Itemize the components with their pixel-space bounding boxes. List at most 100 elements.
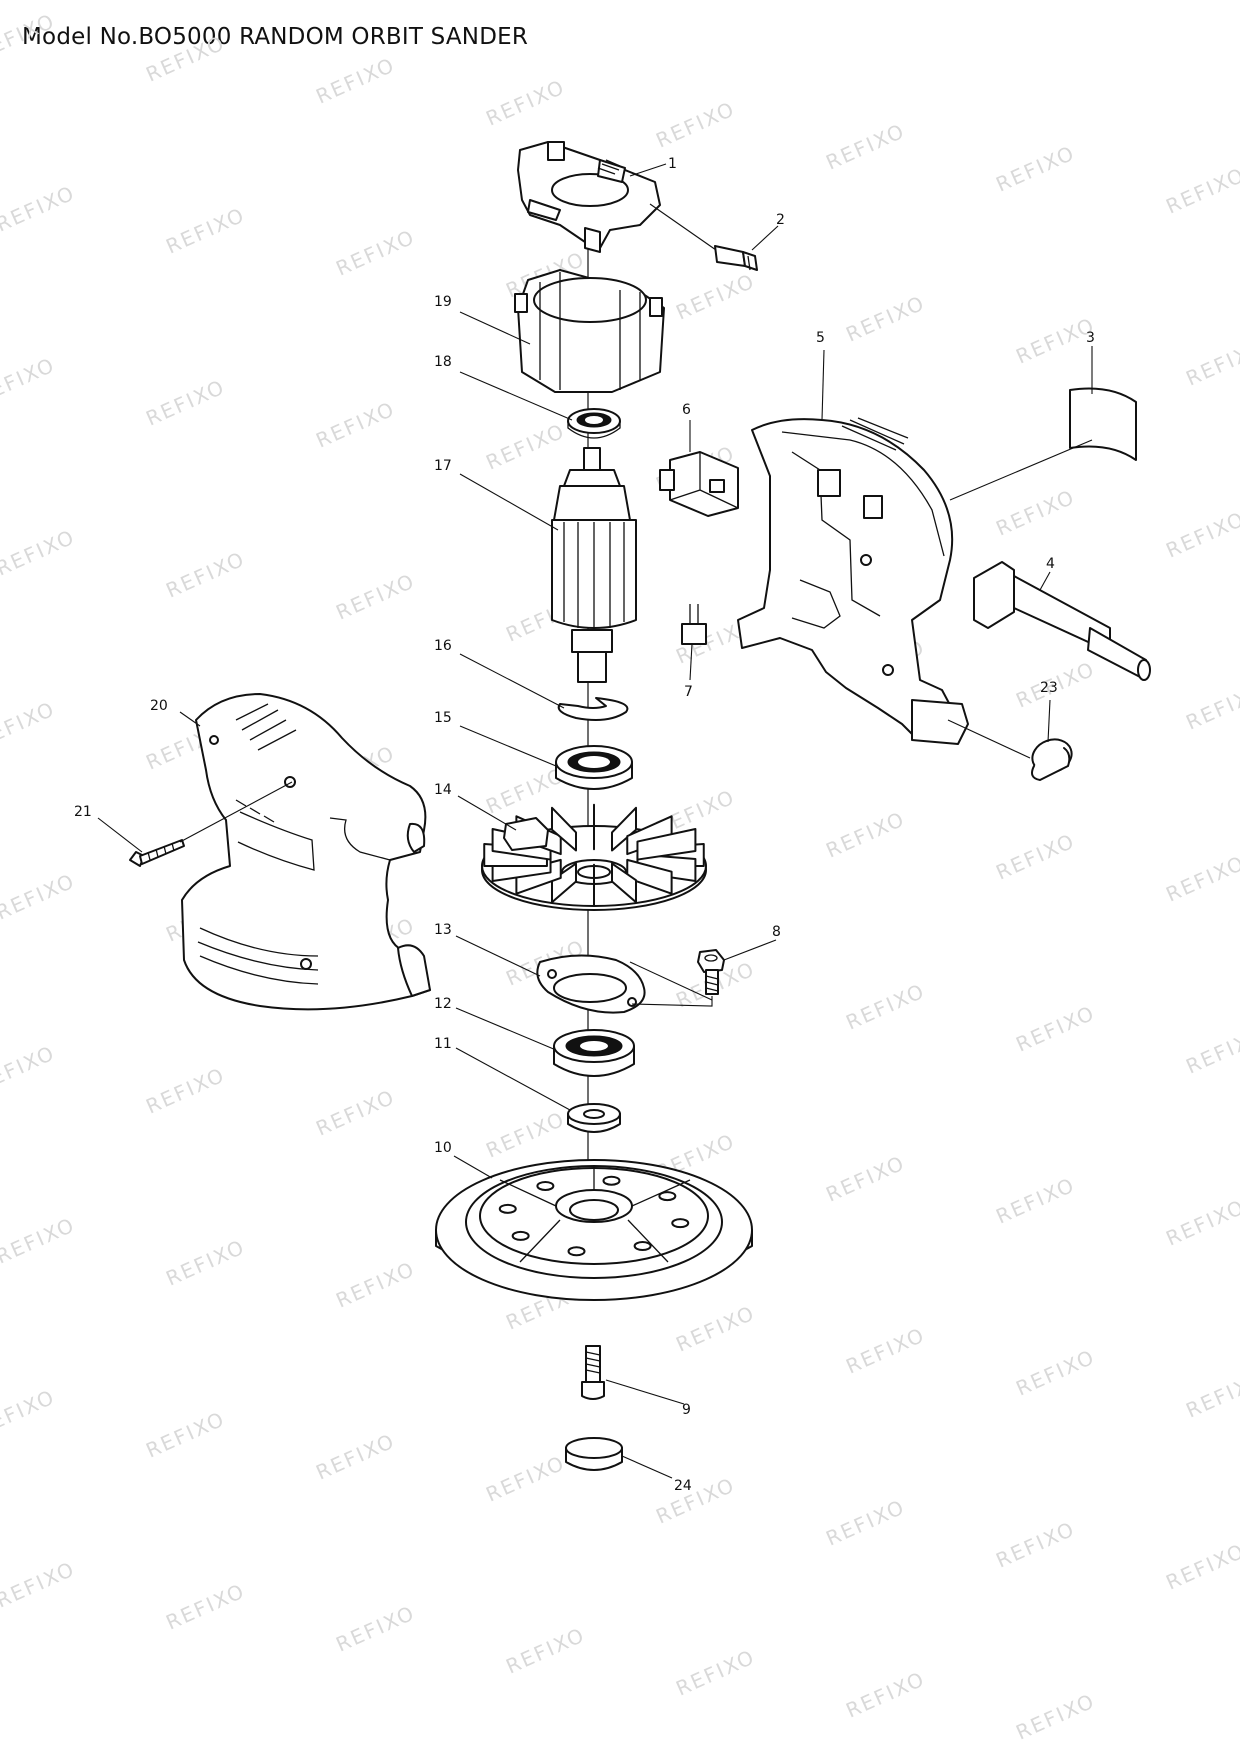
watermark-text: REFIXO (1162, 506, 1240, 562)
watermark-text: REFIXO (312, 1428, 399, 1484)
watermark-text: REFIXO (842, 1322, 929, 1378)
watermark-text: REFIXO (482, 1450, 569, 1506)
watermark-text: REFIXO (842, 1666, 929, 1722)
pad-hole (536, 1180, 555, 1191)
callout-23: 23 (1040, 680, 1058, 696)
watermark-text: REFIXO (312, 1084, 399, 1140)
watermark-text: REFIXO (1162, 1538, 1240, 1594)
pad-hole (567, 1246, 586, 1257)
callout-8: 8 (772, 924, 781, 940)
watermark-text: REFIXO (332, 1256, 419, 1312)
pad-hole (498, 1203, 517, 1214)
watermark-text: REFIXO (822, 1494, 909, 1550)
callout-6: 6 (682, 402, 691, 418)
watermark-text: REFIXO (652, 96, 739, 152)
watermark-text: REFIXO (0, 868, 79, 924)
watermark-text: REFIXO (0, 1212, 79, 1268)
watermark-text: REFIXO (142, 30, 229, 86)
watermark-text: REFIXO (672, 1644, 759, 1700)
watermark-text: REFIXO (992, 828, 1079, 884)
watermark-text: REFIXO (162, 202, 249, 258)
callout-20: 20 (150, 698, 168, 714)
watermark-text: REFIXO (1162, 162, 1240, 218)
part-19-field-drawing (514, 269, 665, 393)
callout-24: 24 (674, 1478, 692, 1494)
watermark-text: REFIXO (1182, 1366, 1240, 1422)
watermark-text: REFIXO (482, 418, 569, 474)
part-14-fan-drawing (481, 803, 707, 911)
watermark-text: REFIXO (1162, 850, 1240, 906)
callout-12: 12 (434, 996, 452, 1012)
part-17-armature-drawing (551, 447, 637, 683)
part-6-switch-drawing (659, 451, 739, 517)
callout-14: 14 (434, 782, 452, 798)
watermark-text: REFIXO (332, 568, 419, 624)
watermark-text: REFIXO (672, 268, 759, 324)
watermark-text: REFIXO (0, 1040, 59, 1096)
part-24-cap-drawing (565, 1437, 623, 1471)
watermark-text: REFIXO (1182, 678, 1240, 734)
part-13-baffle-plate-drawing (536, 954, 646, 1014)
callout-21: 21 (74, 804, 92, 820)
watermark-text: REFIXO (0, 180, 79, 236)
watermark-text: REFIXO (0, 696, 59, 752)
part-3-label-drawing (1069, 387, 1137, 461)
callout-4: 4 (1046, 556, 1055, 572)
watermark-text: REFIXO (1012, 1688, 1099, 1744)
pad-hole (602, 1175, 621, 1186)
pad-hole (633, 1241, 652, 1252)
watermark-text: REFIXO (1182, 1022, 1240, 1078)
callout-10: 10 (434, 1140, 452, 1156)
watermark-text: REFIXO (992, 1516, 1079, 1572)
callout-1: 1 (668, 156, 677, 172)
part-11-spacer-drawing (567, 1103, 621, 1133)
watermark-text: REFIXO (502, 1622, 589, 1678)
part-21-tapping-screw-drawing (129, 839, 185, 867)
pad-holes (498, 1175, 690, 1257)
part-10-sanding-pad-drawing (435, 1159, 753, 1301)
fan-blade (626, 858, 673, 895)
part-2-carbon-brush-drawing (714, 245, 758, 271)
part-7-noise-suppressor-drawing (681, 604, 707, 645)
part-23-knob-drawing (1031, 738, 1073, 781)
callout-3: 3 (1086, 330, 1095, 346)
part-1-brush-holder-drawing (517, 141, 661, 253)
watermark-text: REFIXO (332, 1600, 419, 1656)
fan-blade (611, 862, 638, 904)
callout-11: 11 (434, 1036, 452, 1052)
part-4-cord-guard-drawing (973, 561, 1151, 681)
callout-13: 13 (434, 922, 452, 938)
watermark-text: REFIXO (1012, 1000, 1099, 1056)
watermark-text: REFIXO (162, 1578, 249, 1634)
watermark-text: REFIXO (312, 52, 399, 108)
pad-hole (671, 1218, 690, 1229)
watermark-text: REFIXO (652, 1472, 739, 1528)
watermark-text: REFIXO (822, 118, 909, 174)
watermark-text: REFIXO (992, 140, 1079, 196)
part-15-ball-bearing-drawing (555, 745, 633, 790)
callout-15: 15 (434, 710, 452, 726)
watermark-text: REFIXO (0, 8, 59, 64)
part-20-front-housing-drawing (181, 693, 431, 1011)
callout-16: 16 (434, 638, 452, 654)
callout-18: 18 (434, 354, 452, 370)
fan-blade (550, 806, 577, 852)
watermark-text: REFIXO (332, 224, 419, 280)
part-12-ball-bearing-drawing (553, 1029, 635, 1077)
callout-labels: 1 2 3 4 5 6 7 8 9 10 11 12 13 14 15 16 1… (74, 156, 1095, 1494)
watermark-text: REFIXO (1162, 1194, 1240, 1250)
watermark-text: REFIXO (0, 1556, 79, 1612)
watermark-text: REFIXO (822, 806, 909, 862)
watermark-text: REFIXO (1012, 1344, 1099, 1400)
callout-19: 19 (434, 294, 452, 310)
watermark-text: REFIXO (992, 484, 1079, 540)
callout-17: 17 (434, 458, 452, 474)
watermark-text: REFIXO (0, 352, 59, 408)
watermark-text: REFIXO (162, 1234, 249, 1290)
watermark-text: REFIXO (312, 396, 399, 452)
watermark-text: REFIXO (842, 290, 929, 346)
part-5-motor-housing-drawing (737, 417, 969, 745)
callout-2: 2 (776, 212, 785, 228)
